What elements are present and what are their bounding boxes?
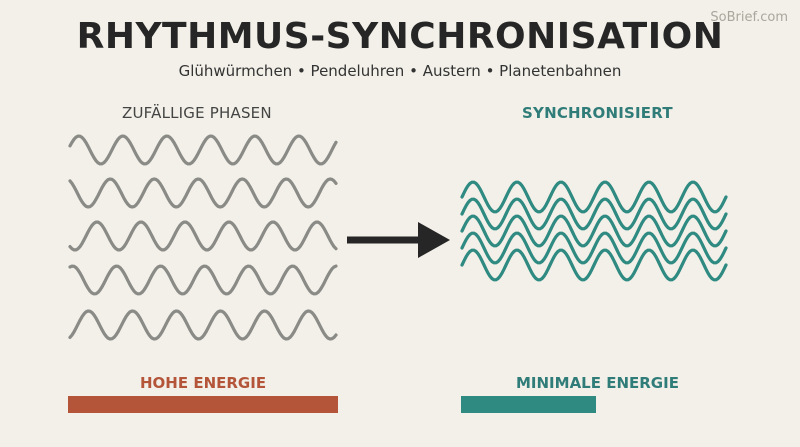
synchronized-wave [460,180,728,214]
synchronized-wave [460,248,728,282]
synchronized-wave [460,197,728,231]
synchronized-wave [460,231,728,265]
minimal-energy-bar [461,396,596,413]
random-wave [68,134,338,166]
random-wave [68,309,338,341]
random-phases-label: ZUFÄLLIGE PHASEN [122,104,272,122]
high-energy-label: HOHE ENERGIE [140,374,267,392]
random-waves-group [68,134,338,341]
synchronized-waves-group [460,180,728,282]
page-title: RHYTHMUS-SYNCHRONISATION [76,16,724,57]
synchronized-label: SYNCHRONISIERT [522,104,673,122]
random-wave [68,264,338,296]
synchronized-wave [460,214,728,248]
high-energy-bar [68,396,338,413]
random-wave [68,220,338,252]
random-wave [68,177,338,209]
page-subtitle: Glühwürmchen • Pendeluhren • Austern • P… [178,62,622,80]
watermark: SoBrief.com [710,10,788,25]
minimal-energy-label: MINIMALE ENERGIE [516,374,679,392]
right-arrow-icon [347,222,450,258]
